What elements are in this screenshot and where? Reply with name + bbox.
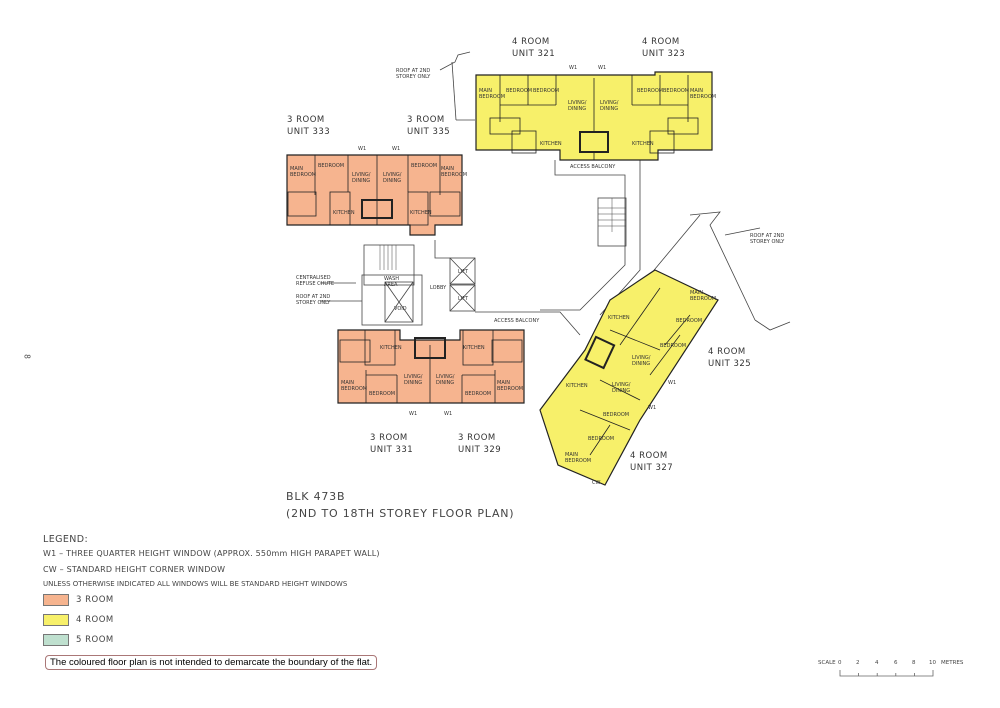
room-main-bedroom: MAIN BEDROOM [565,452,592,464]
room-kitchen: KITCHEN [380,345,402,351]
room-main-bedroom: MAIN BEDROOM [690,88,717,100]
room-kitchen: KITCHEN [463,345,485,351]
access-balcony-label: ACCESS BALCONY [570,164,616,170]
legend-item-5room: 5 ROOM [43,630,380,650]
room-living-dining: LIVING/ DINING [352,172,371,184]
window-w1: W1 [598,65,607,71]
room-kitchen: KITCHEN [410,210,432,216]
legend-heading: LEGEND: [43,534,89,545]
lift-label: LIFT [458,269,469,275]
plan-title: BLK 473B (2ND TO 18TH STOREY FLOOR PLAN) [286,488,514,522]
refuse-chute-annotation: CENTRALISED REFUSE CHUTE [296,275,335,287]
room-bedroom: BEDROOM [603,412,630,418]
room-bedroom: BEDROOM [637,88,664,94]
room-bedroom: BEDROOM [588,436,615,442]
access-balcony-label: ACCESS BALCONY [494,318,540,324]
legend-cw: CW – STANDARD HEIGHT CORNER WINDOW [43,565,226,574]
room-main-bedroom: MAIN BEDROOM [690,290,717,302]
roof-annotation: ROOF AT 2ND STOREY ONLY [296,294,331,306]
swatch-4room [43,614,69,626]
room-bedroom: BEDROOM [411,163,438,169]
room-bedroom: BEDROOM [506,88,533,94]
unit-325-327-block [539,269,719,486]
room-bedroom: BEDROOM [465,391,492,397]
room-main-bedroom: MAIN BEDROOM [497,380,524,392]
window-w1: W1 [409,411,418,417]
room-living-dining: LIVING/ DINING [436,374,455,386]
legend: LEGEND: W1 – THREE QUARTER HEIGHT WINDOW… [43,533,380,650]
window-w1: W1 [444,411,453,417]
room-kitchen: KITCHEN [566,383,588,389]
block-title: BLK 473B [286,490,346,503]
room-bedroom: BEDROOM [676,318,703,324]
window-w1: W1 [569,65,578,71]
wash-area-label: WASH AREA [384,276,400,288]
room-kitchen: KITCHEN [540,141,562,147]
block-subtitle: (2ND TO 18TH STOREY FLOOR PLAN) [286,507,515,520]
room-kitchen: KITCHEN [333,210,355,216]
roof-annotation: ROOF AT 2ND STOREY ONLY [396,68,431,80]
room-bedroom: BEDROOM [369,391,396,397]
room-bedroom: BEDROOM [318,163,345,169]
legend-w1: W1 – THREE QUARTER HEIGHT WINDOW (APPROX… [43,549,380,558]
room-bedroom: BEDROOM [663,88,690,94]
window-w1: W1 [392,146,401,152]
room-kitchen: KITCHEN [608,315,630,321]
room-main-bedroom: MAIN BEDROOM [341,380,368,392]
window-w1: W1 [648,405,657,411]
window-cw: CW [592,480,601,486]
room-bedroom: BEDROOM [660,343,687,349]
room-living-dining: LIVING/ DINING [383,172,402,184]
room-main-bedroom: MAIN BEDROOM [290,166,317,178]
scale-bar-graphic [839,670,934,677]
lobby-label: LOBBY [430,285,447,291]
legend-item-4room: 4 ROOM [43,610,380,630]
lift-label: LIFT [458,296,469,302]
page-number: 8 [22,354,32,359]
room-main-bedroom: MAIN BEDROOM [479,88,506,100]
scale-label: SCALE [818,660,836,666]
unit-331-329-block [337,329,525,404]
unit-321-323-block [475,71,713,161]
room-living-dining: LIVING/ DINING [404,374,423,386]
legend-item-3room: 3 ROOM [43,590,380,610]
room-living-dining: LIVING/ DINING [632,355,651,367]
window-w1: W1 [358,146,367,152]
room-main-bedroom: MAIN BEDROOM [441,166,468,178]
room-kitchen: KITCHEN [632,141,654,147]
scale-unit: METRES [941,660,964,666]
disclaimer: The coloured floor plan is not intended … [45,655,378,670]
swatch-5room [43,634,69,646]
unit-333-335-block [286,154,463,236]
window-w1: W1 [668,380,677,386]
room-living-dining: LIVING/ DINING [600,100,619,112]
roof-annotation: ROOF AT 2ND STOREY ONLY [750,233,785,245]
room-bedroom: BEDROOM [533,88,560,94]
room-living-dining: LIVING/ DINING [612,382,631,394]
room-living-dining: LIVING/ DINING [568,100,587,112]
void-label: VOID [394,306,407,312]
legend-note: UNLESS OTHERWISE INDICATED ALL WINDOWS W… [43,580,348,588]
swatch-3room [43,594,69,606]
